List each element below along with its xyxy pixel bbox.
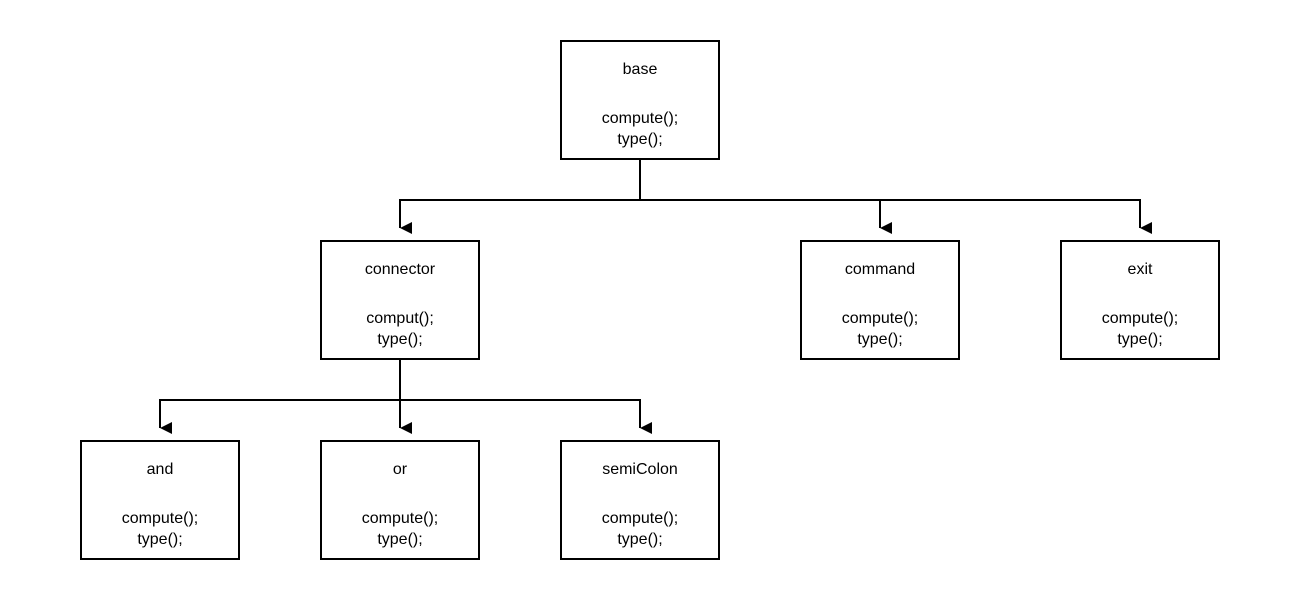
- node-method: comput();: [366, 310, 434, 327]
- node-title: connector: [364, 261, 436, 278]
- node-method: compute();: [361, 510, 439, 527]
- node-title: base: [622, 61, 658, 78]
- node-title: command: [844, 261, 916, 278]
- node-method: type();: [857, 331, 903, 348]
- node-command: command compute(); type();: [800, 240, 960, 360]
- node-or: or compute(); type();: [320, 440, 480, 560]
- node-method: compute();: [841, 310, 919, 327]
- node-title: semiColon: [602, 461, 678, 478]
- node-and: and compute(); type();: [80, 440, 240, 560]
- node-method: type();: [617, 131, 663, 148]
- node-method: compute();: [1101, 310, 1179, 327]
- node-method: type();: [377, 331, 423, 348]
- node-method: type();: [1117, 331, 1163, 348]
- node-method: compute();: [121, 510, 199, 527]
- node-method: type();: [617, 531, 663, 548]
- node-base: base compute(); type();: [560, 40, 720, 160]
- node-method: type();: [137, 531, 183, 548]
- node-title: exit: [1127, 261, 1153, 278]
- node-method: type();: [377, 531, 423, 548]
- node-title: and: [146, 461, 174, 478]
- node-method: compute();: [601, 110, 679, 127]
- node-title: or: [392, 461, 408, 478]
- node-connector: connector comput(); type();: [320, 240, 480, 360]
- node-semicolon: semiColon compute(); type();: [560, 440, 720, 560]
- node-exit: exit compute(); type();: [1060, 240, 1220, 360]
- node-method: compute();: [601, 510, 679, 527]
